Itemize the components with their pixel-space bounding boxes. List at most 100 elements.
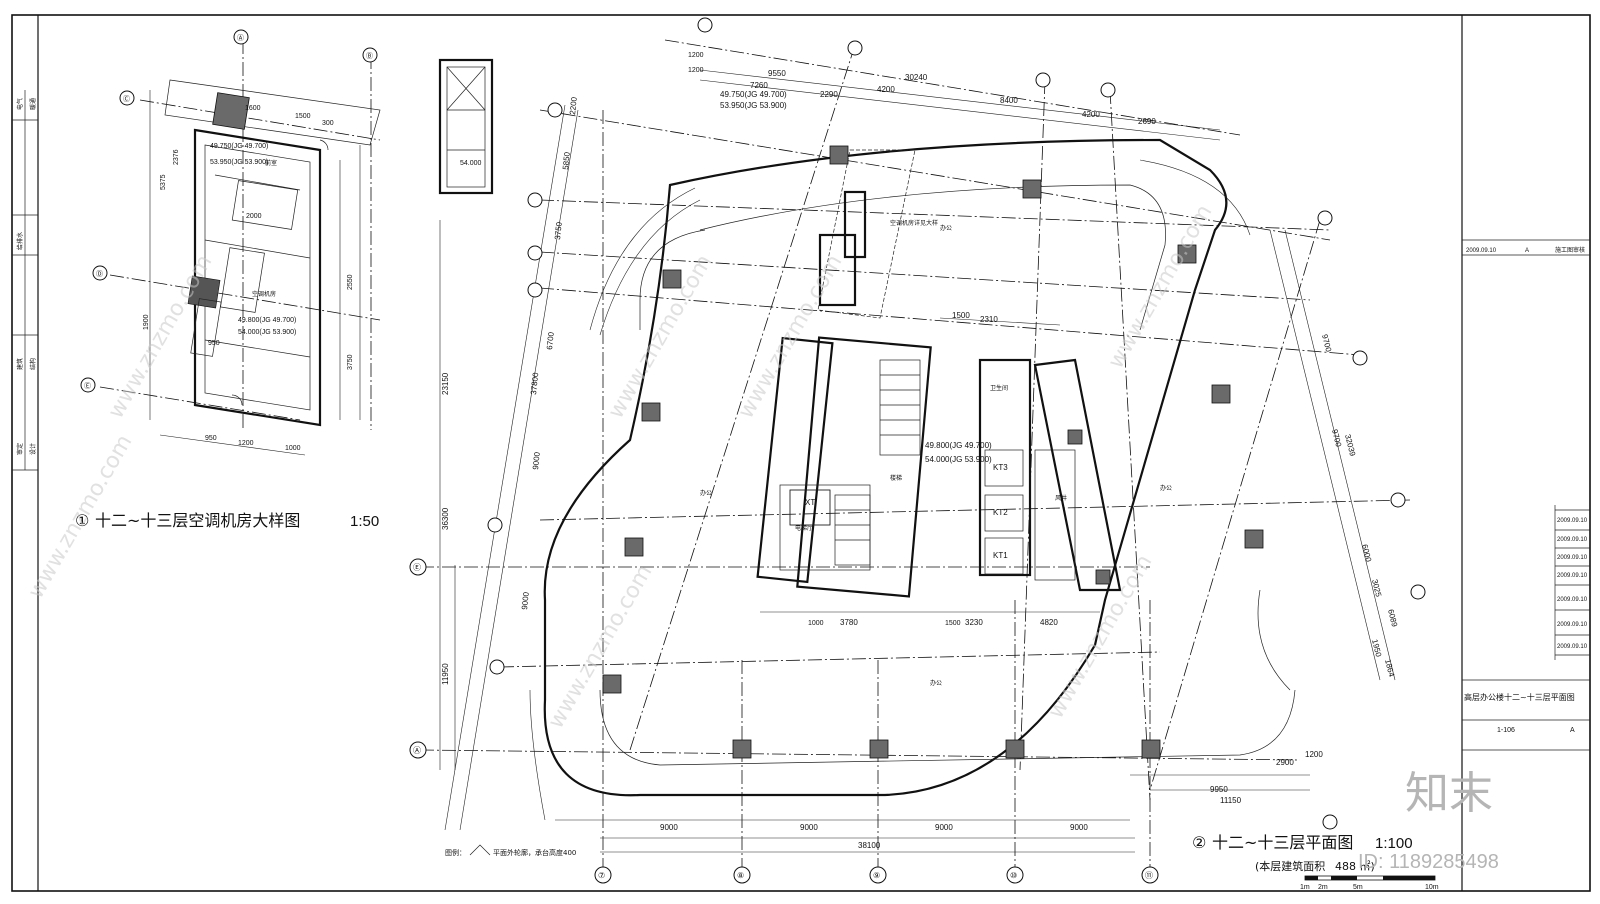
legend-text: 平面外轮廓，承台高度400 <box>493 848 576 857</box>
left-title-strip: 电气 暖通 给排水 建筑 结构 审定 设计 <box>12 90 38 471</box>
date-cell-2: 2009.09.10 <box>1557 537 1588 543</box>
dim-mid-1500: 1500 <box>952 311 970 320</box>
strip-label-struct: 结构 <box>29 358 37 370</box>
dim-left-9000: 9000 <box>531 451 542 470</box>
plan-elev-2: 53.950(JG 53.900) <box>720 101 787 110</box>
dim-mid-3230: 3230 <box>965 618 983 627</box>
elevator-bank <box>978 358 1032 577</box>
dim-bottom-9000-1: 9000 <box>660 823 678 832</box>
room-toilet: 卫生间 <box>990 384 1008 392</box>
revision-stamp: 施工图审核 <box>1555 246 1585 254</box>
dim-mid-1200: 1200 <box>1305 750 1323 759</box>
column <box>1005 739 1025 759</box>
dim-top-8400: 8400 <box>1000 96 1018 105</box>
dim-left-6700: 6700 <box>545 331 556 350</box>
dim-left-36300: 36300 <box>441 507 450 530</box>
dim-bottom-9000-3: 9000 <box>935 823 953 832</box>
dim-top-30240: 30240 <box>905 73 928 82</box>
plan-elev-4: 54.000(JG 53.900) <box>925 455 992 464</box>
plan-axis-9: ⑨ <box>873 871 880 880</box>
dim-mid-9950: 9950 <box>1210 785 1228 794</box>
dim-mid-1500b: 1500 <box>945 620 961 627</box>
date-cell-4: 2009.09.10 <box>1557 573 1588 579</box>
dim-bottom-38100: 38100 <box>858 841 881 850</box>
plan-axis-10: ⑩ <box>1010 871 1017 880</box>
plan-area-note: (本层建筑面积 <box>1255 859 1325 873</box>
dim-bottom-9000-4: 9000 <box>1070 823 1088 832</box>
detail-title: 十二~十三层空调机房大样图 <box>95 511 300 530</box>
detail-room-label: 前室 <box>265 159 277 167</box>
id-watermark: ID: 1189285498 <box>1358 851 1499 873</box>
dim-left-37800: 37800 <box>529 372 540 396</box>
column <box>829 145 849 165</box>
column <box>662 269 682 289</box>
detail-scale: 1:50 <box>350 513 379 530</box>
elevator-kt2: KT2 <box>993 508 1008 517</box>
dim-top-2690: 2690 <box>1138 117 1156 126</box>
dim-bottom-9000-2: 9000 <box>800 823 818 832</box>
plan-area-note-tail: 488 ㎡) <box>1335 860 1375 873</box>
dim-top-7260: 7260 <box>750 81 768 90</box>
column <box>1244 529 1264 549</box>
column <box>1211 384 1231 404</box>
shaft-elevation: 54.000 <box>460 160 482 167</box>
scale-2m: 2m <box>1318 884 1328 891</box>
drawing-name: 高层办公楼十二~十三层平面图 <box>1464 692 1575 702</box>
detail-axis-d: Ⓓ <box>96 270 103 278</box>
strip-label-design: 设计 <box>29 443 37 455</box>
detail-dim-5375: 5375 <box>160 174 167 190</box>
revision-mark: A <box>1525 248 1529 254</box>
dim-left-23150: 23150 <box>441 372 450 395</box>
dim-mid-4820: 4820 <box>1040 618 1058 627</box>
scale-5m: 5m <box>1353 884 1363 891</box>
date-cell-3: 2009.09.10 <box>1557 555 1588 561</box>
main-plan: KT3 KT2 KT1 XT 风井 <box>419 39 1411 880</box>
dim-left-3750: 3750 <box>553 221 564 240</box>
plan-axis-bubbles: ⑦ ⑧ ⑨ ⑩ ⑪ Ⓔ Ⓐ <box>409 17 1426 884</box>
watermarks: www.znzmo.com www.znzmo.com www.znzmo.co… <box>24 201 1218 733</box>
detail-room-label-ahu: 空调机房 <box>252 290 276 298</box>
room-stair: 楼梯 <box>890 474 902 482</box>
plan-title: 十二~十三层平面图 <box>1212 833 1353 852</box>
detail-dim-bottom: 1200 <box>238 440 254 447</box>
watermark-text: www.znzmo.com <box>544 561 658 733</box>
detail-axis-b: Ⓑ <box>366 52 373 60</box>
core-stair <box>796 336 932 598</box>
detail-elev-4: 54.000(JG 53.900) <box>238 329 296 336</box>
plan-axis-7: ⑦ <box>598 871 605 880</box>
dim-left-5850: 5850 <box>561 151 572 170</box>
date-cell-6: 2009.09.10 <box>1557 622 1588 628</box>
fan-room-label: 风井 <box>1055 494 1067 502</box>
detail-column <box>187 275 221 309</box>
column <box>869 739 889 759</box>
dim-right-1864: 1864 <box>1383 658 1396 678</box>
detail-dim-2376: 2376 <box>173 149 180 165</box>
plan-axis-8: ⑧ <box>737 871 744 880</box>
dim-mid-1000: 1000 <box>808 620 824 627</box>
strip-label-arch: 建筑 <box>16 358 24 370</box>
strip-label-hvac: 暖通 <box>29 98 37 110</box>
plan-elev-3: 49.800(JG 49.700) <box>925 441 992 450</box>
column <box>732 739 752 759</box>
detail-dim-mid: 2000 <box>246 213 262 220</box>
dim-left-9000b: 9000 <box>520 591 531 610</box>
strip-label-approve: 审定 <box>16 443 24 455</box>
legend-symbol <box>469 844 491 856</box>
detail-drawing: Ⓐ Ⓑ Ⓒ Ⓓ Ⓔ 49.750(JG 49.700) 53.950(JG 53… <box>80 29 381 456</box>
column <box>641 402 661 422</box>
legend-label: 图例： <box>445 848 466 857</box>
dim-top-4200b: 4200 <box>1082 110 1100 119</box>
right-title-strip: 2009.09.10 A 施工图审核 2009.09.10 2009.09.10… <box>1462 239 1590 751</box>
plan-scale: 1:100 <box>1375 835 1413 852</box>
dim-left-11950: 11950 <box>441 663 450 685</box>
shaft-detail: 54.000 <box>438 58 494 195</box>
scale-bar: 1m 2m 5m 10m <box>1300 875 1439 891</box>
dim-right-9700b: 9700 <box>1330 428 1343 448</box>
room-office-3: 办公 <box>1160 484 1172 492</box>
detail-dim-2550: 2550 <box>347 274 354 290</box>
elevator-kt1: KT1 <box>993 551 1008 560</box>
dim-mid-3780: 3780 <box>840 618 858 627</box>
dim-mid-2900: 2900 <box>1276 758 1294 767</box>
drawing-revision: A <box>1570 727 1575 734</box>
